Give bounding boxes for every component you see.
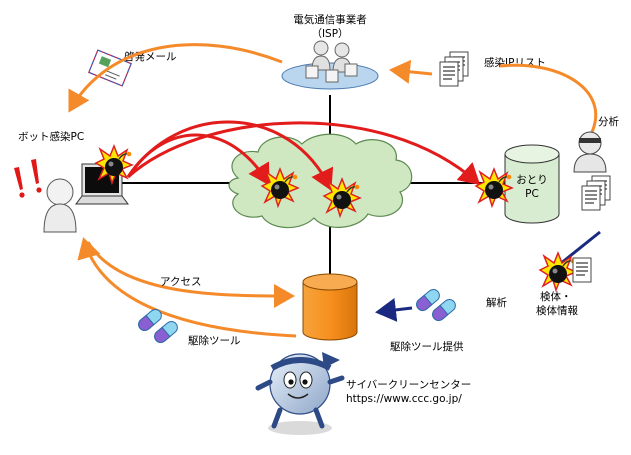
specimen-label: 検体・ (540, 290, 572, 303)
specimen-label-sub: 検体情報 (536, 304, 578, 317)
ip-list-arrow (389, 59, 433, 84)
isp-name: 電気通信事業者 (293, 13, 367, 26)
decoy-pc-label-sub: PC (525, 188, 539, 200)
isp-name-sub: （ISP） (311, 28, 348, 40)
ccc-name: サイバークリーンセンター (346, 379, 471, 391)
decoy-pc-label: おとり (516, 174, 548, 186)
specimen-bomb-icon (539, 252, 577, 291)
isp-server-icon (281, 40, 379, 90)
tool-return-arrow (77, 237, 297, 338)
warning-exclamation-icon (14, 159, 42, 198)
bot-bomb-icon (95, 145, 133, 184)
ccc-url[interactable]: https://www.ccc.go.jp/ (346, 393, 462, 405)
removal-tool-server-cylinder (302, 273, 358, 341)
access-label: アクセス (160, 276, 201, 288)
analysis-document-icon (581, 185, 601, 211)
specimen-arrow (559, 230, 601, 266)
infection-arrow-2 (126, 120, 334, 191)
ip-list-document-icon (439, 61, 459, 87)
specimen-document-icon (572, 257, 592, 283)
bot-bomb-icon (323, 178, 361, 217)
access-arrow (86, 241, 295, 308)
analyst-person-icon (573, 131, 607, 173)
user-person-icon (43, 178, 77, 233)
bot-bomb-icon (475, 168, 513, 207)
analysis-label: 分析 (598, 115, 619, 128)
infection-arrow-3 (126, 121, 481, 185)
analysis-to-ip-arrow (499, 63, 598, 133)
bot-bomb-icon (261, 168, 299, 207)
removal-tool-label: 駆除ツール (188, 334, 241, 347)
dissection-arrow (375, 297, 413, 322)
decoy-pc-cylinder (504, 144, 560, 224)
tool-provision-label: 駆除ツール提供 (390, 340, 464, 353)
internet-cloud (228, 133, 413, 229)
bot-pc-label: ボット感染PC (18, 130, 84, 143)
dissection-label: 解析 (486, 296, 507, 309)
ccc-mascot-icon (255, 352, 345, 435)
mail-arrow (68, 43, 283, 113)
